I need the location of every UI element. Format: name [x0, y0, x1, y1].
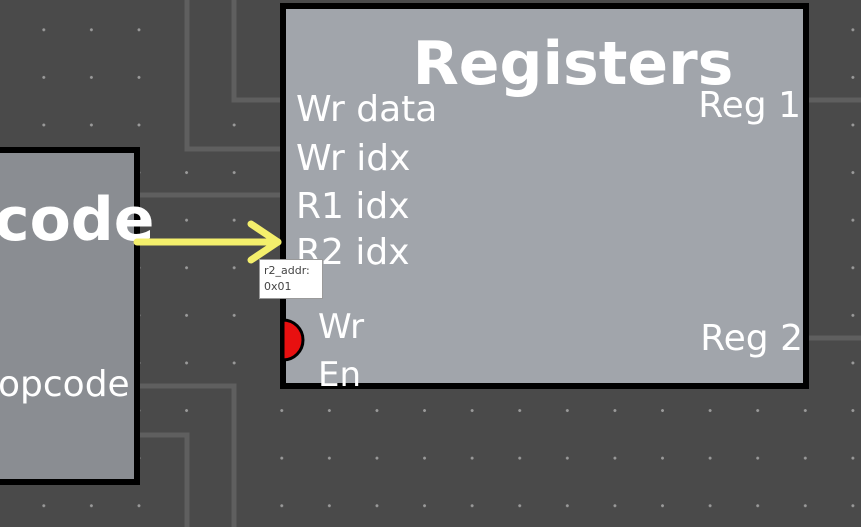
port-reg2-label: Reg 2 [700, 318, 803, 359]
port-wr-en-label-line2: En [318, 355, 361, 395]
port-wr-data-label: Wr data [296, 89, 437, 130]
wr-en-indicator-icon[interactable] [281, 318, 305, 362]
wire-wr-idx[interactable] [184, 0, 283, 152]
wire-wr-data[interactable] [231, 0, 283, 103]
registers-block[interactable] [280, 3, 809, 389]
highlight-arrow-icon [133, 220, 282, 264]
port-wr-en-label-line1: Wr [318, 307, 364, 347]
wire-decoder-lower[interactable] [137, 432, 190, 527]
tooltip-signal-name: r2_addr: [264, 264, 310, 277]
decoder-title: code [0, 185, 154, 255]
wire-opcode[interactable] [137, 383, 237, 527]
port-wr-idx-label: Wr idx [296, 138, 410, 179]
tooltip-signal-value: 0x01 [264, 280, 292, 293]
port-reg1-label: Reg 1 [698, 85, 801, 126]
decoder-block[interactable] [0, 147, 140, 485]
decoder-opcode-label: opcode [0, 364, 130, 405]
port-value-tooltip: r2_addr: 0x01 [259, 259, 323, 299]
registers-title: Registers [413, 29, 734, 99]
port-r1-idx-label: R1 idx [296, 186, 410, 227]
